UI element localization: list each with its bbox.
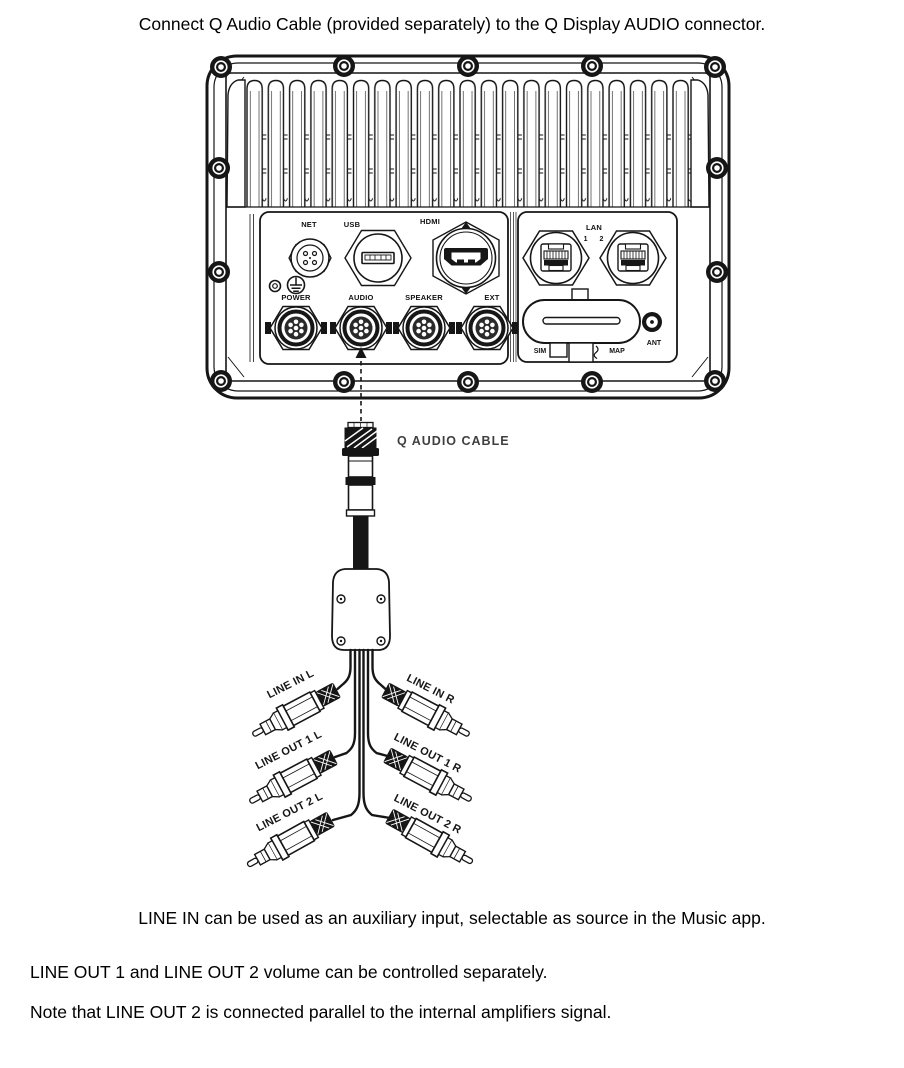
lan-numbers-label: 1 2 — [584, 236, 609, 243]
note-line-in: LINE IN can be used as an auxiliary inpu… — [138, 908, 766, 928]
right-connector-panel: LAN 1 2 SIM MAP ANT — [510, 211, 678, 363]
heatsink — [226, 79, 710, 208]
screw-icon — [208, 54, 234, 80]
box-screw-icon — [376, 594, 386, 604]
sim-slot-label: SIM — [534, 348, 547, 355]
device-rear-panel: NET USB — [205, 53, 731, 400]
heatsink-fins — [245, 79, 691, 207]
heatsink-left-post — [226, 79, 246, 208]
cable-trunk — [353, 516, 369, 572]
screw-icon — [704, 155, 730, 181]
screw-icon — [206, 259, 232, 285]
junction-box — [331, 568, 391, 651]
audio-port-label: AUDIO — [348, 293, 373, 302]
power-port-label: POWER — [281, 293, 311, 302]
screw-icon — [208, 368, 234, 394]
lan-port-label: LAN — [586, 223, 602, 232]
box-screw-icon — [336, 636, 346, 646]
box-screw-icon — [376, 636, 386, 646]
ant-port-label: ANT — [647, 340, 662, 347]
hdmi-port-label: HDMI — [420, 217, 440, 226]
screw-icon — [455, 369, 481, 395]
map-slot-label: MAP — [609, 348, 625, 355]
speaker-port-label: SPEAKER — [405, 293, 443, 302]
q-audio-cable-connector — [342, 421, 379, 517]
connection-diagram: NET USB — [205, 53, 731, 877]
card-slot-latch-center — [568, 342, 594, 363]
screw-icon — [579, 53, 605, 79]
note-line-out-volume: LINE OUT 1 and LINE OUT 2 volume can be … — [30, 962, 548, 982]
breakout-wires — [331, 648, 392, 822]
screw-icon — [702, 368, 728, 394]
usb-port-label: USB — [344, 220, 361, 229]
box-screw-icon — [336, 594, 346, 604]
screw-icon — [579, 369, 605, 395]
ext-port-label: EXT — [484, 293, 499, 302]
instruction-title: Connect Q Audio Cable (provided separate… — [138, 14, 766, 34]
card-slot-opening — [542, 316, 621, 325]
ground-screw — [268, 279, 282, 293]
note-line-out-parallel: Note that LINE OUT 2 is connected parall… — [30, 1002, 612, 1022]
card-slot-latch-left — [549, 342, 568, 358]
screw-icon — [704, 259, 730, 285]
screw-icon — [455, 53, 481, 79]
usb-connector — [344, 229, 412, 287]
net-connector — [288, 238, 332, 278]
cable-callout-label: Q AUDIO CABLE — [397, 434, 510, 448]
screw-icon — [702, 54, 728, 80]
heatsink-right-post — [690, 79, 710, 208]
rca-plug-line-in-l — [246, 678, 344, 747]
ground-symbol-icon — [286, 275, 306, 295]
card-slot-strap — [593, 345, 599, 360]
screw-icon — [331, 369, 357, 395]
ant-connector — [642, 312, 662, 332]
arrow-head-icon — [355, 347, 367, 358]
left-connector-panel: NET USB — [249, 211, 520, 365]
net-port-label: NET — [301, 220, 317, 229]
audio-connection-arrow — [355, 347, 367, 421]
rca-plug-line-out-1-l — [243, 745, 341, 814]
q-audio-cable: Q AUDIO CABLE — [241, 421, 510, 877]
screw-icon — [331, 53, 357, 79]
screw-icon — [206, 155, 232, 181]
hdmi-connector — [432, 221, 500, 295]
